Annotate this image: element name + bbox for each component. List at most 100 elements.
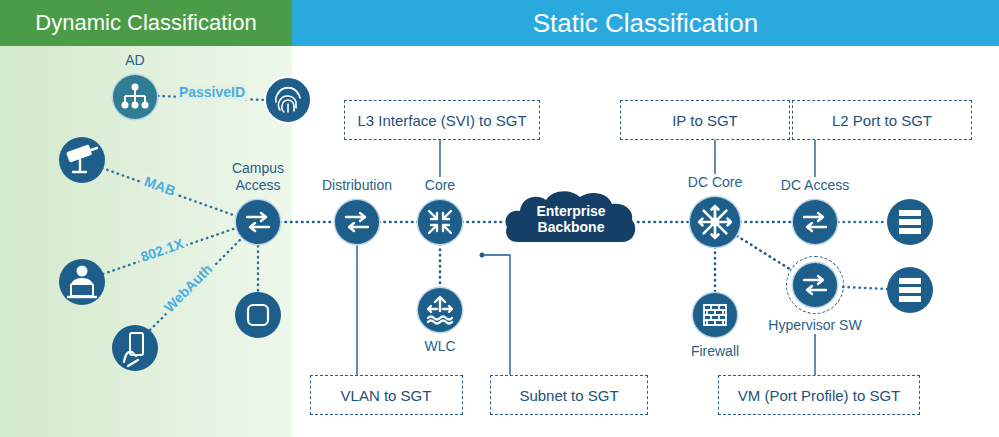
node-label: Campus Access [227, 160, 289, 194]
leader-line [814, 334, 815, 375]
graphic-part [804, 276, 826, 294]
node-circle [418, 288, 462, 332]
graphic-part [235, 292, 281, 338]
fingerprint-icon [265, 77, 311, 123]
server-icon [887, 267, 933, 313]
backbone-cloud: Enterprise Backbone [504, 188, 638, 244]
graphic-part [103, 228, 236, 274]
node-circle [690, 197, 740, 247]
node-icon [418, 288, 462, 332]
leader-line [484, 255, 510, 375]
node-icon [418, 200, 462, 244]
graphic-part [710, 217, 719, 226]
firewall-node: Firewall [691, 293, 739, 360]
header-text: Static Classification [533, 8, 758, 39]
graphic-part [112, 325, 158, 371]
callout-text: IP to SGT [672, 112, 738, 129]
directory-node: AD [113, 52, 157, 119]
graphic-part [282, 100, 294, 112]
router-node: Core [418, 177, 462, 244]
callout-box: VM (Port Profile) to SGT [718, 375, 920, 415]
network-link [638, 221, 690, 224]
graphic-part [102, 168, 236, 216]
node-label: Distribution [322, 177, 392, 194]
node-icon [793, 263, 837, 307]
callout-text: VM (Port Profile) to SGT [738, 387, 901, 404]
leader-line [714, 140, 715, 174]
graphic-part [899, 296, 921, 302]
graphic-part [265, 77, 311, 123]
callout-box: Subnet to SGT [490, 375, 648, 415]
node-icon [335, 200, 379, 244]
graphic-part [887, 199, 933, 245]
cloud-label: Enterprise Backbone [525, 203, 617, 235]
graphic-part [899, 219, 921, 225]
graphic-part [699, 206, 731, 238]
node-icon [236, 200, 280, 244]
node-label: DC Access [781, 177, 849, 194]
leader-dot [480, 253, 485, 258]
network-link [740, 221, 793, 224]
graphic-part [899, 228, 921, 234]
controller-node: WLC [418, 288, 462, 355]
network-link [439, 244, 442, 288]
graphic-part [59, 259, 105, 305]
graphic-part [428, 297, 452, 324]
header-text: Dynamic Classification [35, 10, 256, 36]
node-label: Firewall [691, 343, 739, 360]
access-point-icon [235, 292, 281, 338]
node-label: Core [425, 177, 455, 194]
graphic-part [287, 104, 289, 112]
graphic-part [899, 287, 921, 293]
graphic-part [73, 148, 97, 172]
switch-node: Distribution [322, 177, 392, 244]
graphic-part [429, 211, 451, 233]
graphic-part [899, 278, 921, 284]
graphic-part [132, 84, 139, 91]
node-circle [793, 200, 837, 244]
node-label: AD [125, 52, 144, 69]
graphic-part [125, 90, 145, 102]
callout-box: IP to SGT [620, 100, 790, 140]
leader-line [439, 140, 440, 177]
graphic-part [257, 246, 259, 292]
node-icon [693, 293, 737, 337]
phone-icon [112, 325, 158, 371]
graphic-part [247, 213, 269, 231]
graphic-part [71, 284, 93, 296]
access-links [102, 96, 887, 330]
callout-text: Subnet to SGT [519, 387, 618, 404]
network-link [714, 247, 717, 293]
node-circle [793, 263, 837, 307]
graphic-part [804, 213, 826, 231]
node-icon [793, 200, 837, 244]
camera-icon [59, 137, 105, 183]
graphic-part [843, 287, 887, 289]
region-header: Static Classification [292, 0, 999, 46]
node-label: DC Core [688, 174, 742, 191]
leader-line [814, 140, 815, 177]
graphic-part [899, 210, 921, 216]
graphic-part [276, 88, 300, 112]
dashed-ring [786, 256, 844, 314]
network-link [462, 221, 504, 224]
node-icon [113, 75, 157, 119]
node-label: WLC [424, 338, 455, 355]
server-icon [887, 199, 933, 245]
network-link [737, 236, 790, 269]
graphic-part [122, 102, 129, 109]
callout-box: L3 Interface (SVI) to SGT [344, 100, 539, 140]
graphic-part [77, 266, 88, 277]
graphic-part [67, 296, 97, 298]
graphic-part [132, 102, 139, 109]
node-circle [236, 200, 280, 244]
callout-box: VLAN to SGT [310, 375, 463, 415]
graphic-part [142, 102, 149, 109]
graphic-part [505, 191, 635, 242]
graphic-part [704, 305, 726, 325]
node-circle [418, 200, 462, 244]
callout-text: VLAN to SGT [341, 387, 432, 404]
